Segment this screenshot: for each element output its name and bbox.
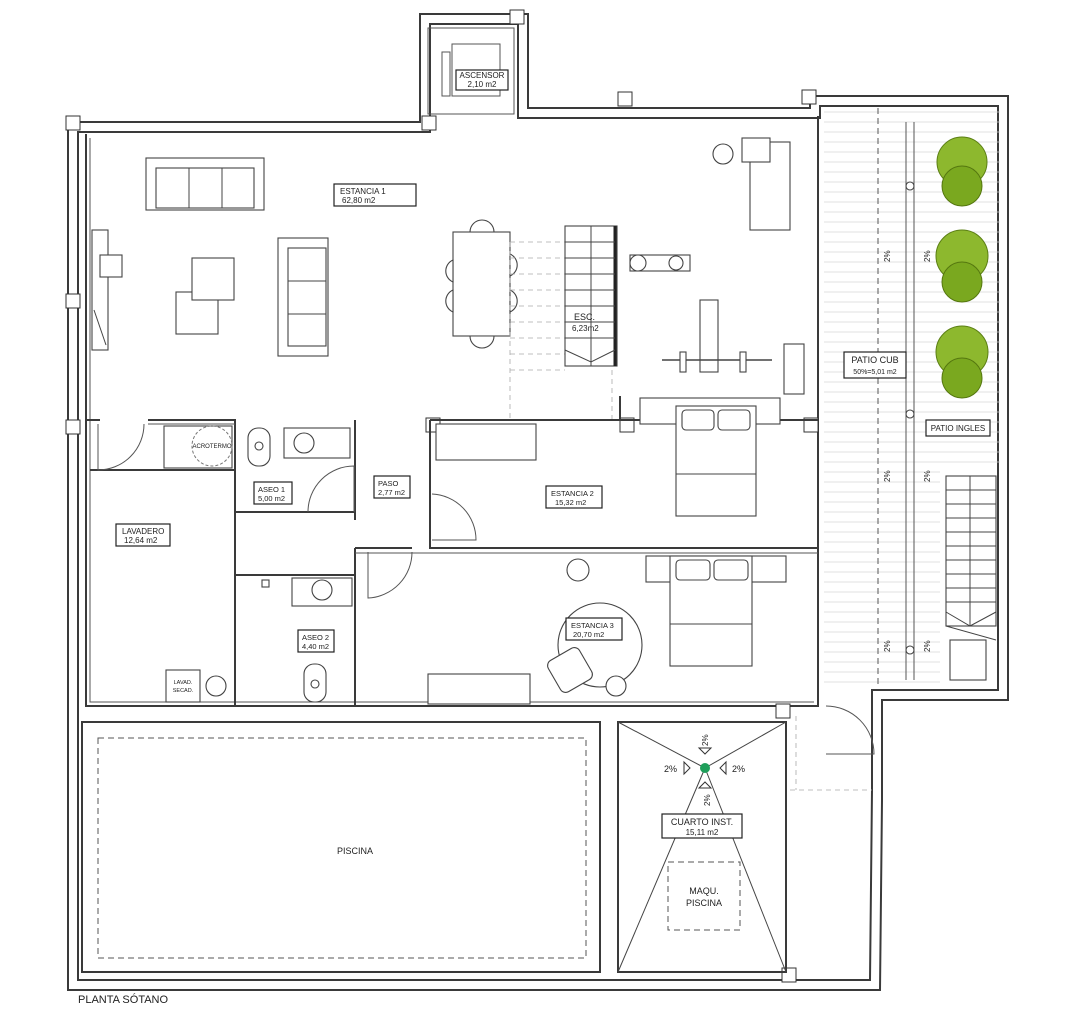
room-area-paso: 2,77 m2: [378, 488, 405, 497]
room-area-aseo1: 5,00 m2: [258, 494, 285, 503]
slope-label: 2%: [703, 794, 712, 806]
lavad-label: LAVAD.: [174, 680, 193, 686]
room-label-estancia3: ESTANCIA 3: [571, 621, 614, 630]
tree-icon-3: [935, 325, 989, 399]
estancia1-furniture: [91, 137, 805, 395]
doors: [97, 423, 875, 755]
room-label-cuarto-inst: CUARTO INST.: [671, 817, 733, 827]
room-area-estancia2: 15,32 m2: [555, 498, 586, 507]
estancia2: ESTANCIA 2 15,32 m2: [435, 397, 781, 517]
drain-icon: [700, 763, 710, 773]
room-area-aseo2: 4,40 m2: [302, 642, 329, 651]
arrow-down-icon: [697, 747, 713, 755]
piscina-machine-label: PISCINA: [686, 898, 722, 908]
structural-columns: [65, 9, 819, 983]
room-area-ascensor: 2,10 m2: [468, 80, 497, 89]
slope-label: 2%: [883, 250, 892, 262]
room-label-paso: PASO: [378, 479, 398, 488]
room-label-piscina: PISCINA: [337, 846, 373, 856]
room-label-estancia2: ESTANCIA 2: [551, 489, 594, 498]
tree-icon-2: [935, 229, 989, 303]
slope-label: 2%: [883, 470, 892, 482]
room-area-escalera: 6,23m2: [572, 324, 599, 333]
termo-label: ACROTERMO: [193, 444, 232, 450]
arrow-up-icon: [697, 781, 713, 789]
room-area-patio-cub: 50%=5,01 m2: [853, 369, 896, 376]
piscina: PISCINA: [81, 721, 601, 973]
room-label-escalera: ESC.: [574, 312, 595, 322]
paso: PASO 2,77 m2: [373, 475, 411, 499]
aseo2: ASEO 2 4,40 m2: [261, 577, 353, 703]
slope-label: 2%: [701, 734, 710, 746]
room-area-cuarto-inst: 15,11 m2: [686, 828, 719, 837]
room-label-ascensor: ASCENSOR: [460, 71, 505, 80]
cuarto-inst: 2% 2% 2% 2% CUARTO INST. 15,11 m2 MAQU. …: [617, 716, 872, 973]
slope-label: 2%: [883, 640, 892, 652]
interior-walls: [86, 396, 818, 706]
lavadero: ACROTERMO LAVAD. SECAD. LAVADERO 12,64 m…: [115, 425, 233, 703]
slope-label: 2%: [664, 764, 677, 774]
secad-label: SECAD.: [173, 688, 194, 694]
room-label-lavadero: LAVADERO: [122, 527, 164, 536]
room-label-patio-ingles: PATIO INGLES: [931, 424, 985, 433]
patio: 2% 2% 2% 2% 2% 2% PATIO CUB 50%=5,01 m2 …: [824, 108, 1000, 688]
arrow-left-icon: [719, 760, 727, 776]
slope-label: 2%: [732, 764, 745, 774]
room-label-aseo2: ASEO 2: [302, 633, 329, 642]
estancia3: ESTANCIA 3 20,70 m2: [427, 555, 787, 705]
slope-label: 2%: [923, 470, 932, 482]
slope-label: 2%: [923, 640, 932, 652]
room-label-patio-cub: PATIO CUB: [851, 355, 898, 365]
room-label-aseo1: ASEO 1: [258, 485, 285, 494]
room-area-lavadero: 12,64 m2: [124, 536, 158, 545]
staircase: ESC. 6,23m2: [509, 225, 620, 421]
elevator: ASCENSOR 2,10 m2: [427, 27, 515, 115]
room-area-estancia3: 20,70 m2: [573, 630, 604, 639]
arrow-right-icon: [683, 760, 691, 776]
aseo1: ASEO 1 5,00 m2: [247, 427, 351, 505]
estancia1-label: ESTANCIA 1 62,80 m2: [333, 183, 417, 207]
plan-title: PLANTA SÓTANO: [78, 993, 169, 1006]
room-area-estancia1: 62,80 m2: [342, 196, 376, 205]
tree-icon-1: [936, 136, 988, 207]
maqu-label: MAQU.: [689, 886, 719, 896]
slope-label: 2%: [923, 250, 932, 262]
room-label-estancia1: ESTANCIA 1: [340, 187, 386, 196]
